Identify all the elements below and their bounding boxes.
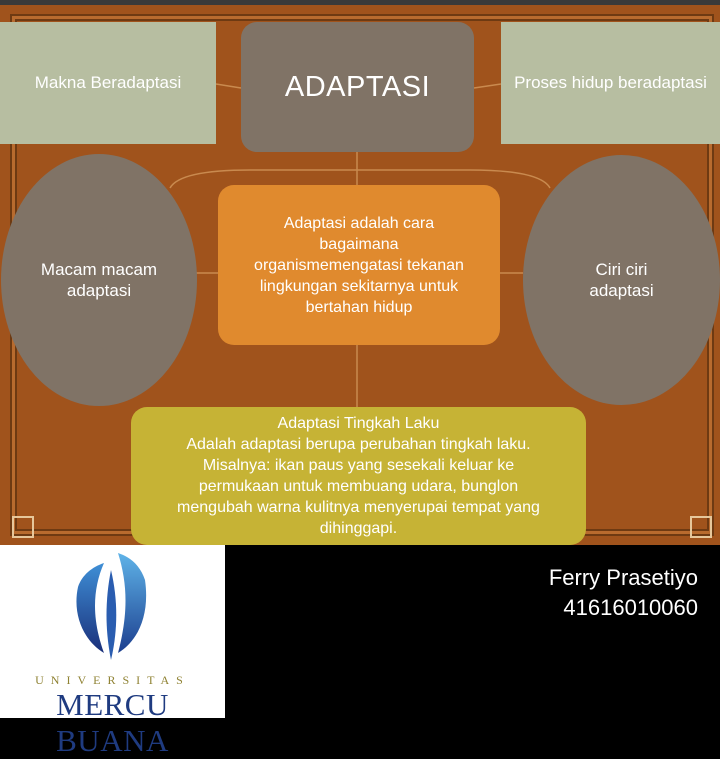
connector-line: [169, 169, 551, 189]
node-adaptasi-title: ADAPTASI: [241, 22, 474, 152]
node-macam-adaptasi: Macam macam adaptasi: [1, 154, 197, 406]
center-title: ADAPTASI: [284, 70, 431, 103]
frame-corner-ornament: [12, 516, 34, 538]
node-makna-beradaptasi: Makna Beradaptasi: [0, 22, 216, 144]
node-label: Macam macam adaptasi: [40, 260, 158, 300]
connector-lines: [169, 83, 551, 407]
university-logo: UNIVERSITAS MERCU BUANA: [0, 545, 225, 758]
author-id: 41616010060: [563, 595, 698, 620]
node-label: Adaptasi adalah cara bagaimana organisme…: [254, 214, 464, 316]
node-proses-hidup: Proses hidup beradaptasi: [501, 22, 720, 144]
node-label: Adaptasi Tingkah Laku Adalah adaptasi be…: [177, 415, 540, 537]
node-label: Proses hidup beradaptasi: [514, 73, 707, 92]
author-info: Ferry Prasetiyo 41616010060: [549, 563, 698, 623]
node-definisi-adaptasi: Adaptasi adalah cara bagaimana organisme…: [218, 185, 500, 345]
connector-line: [473, 83, 502, 89]
logo-small-text: UNIVERSITAS: [35, 673, 190, 687]
slide-canvas: Makna Beradaptasi ADAPTASI Proses hidup …: [0, 0, 720, 545]
author-name: Ferry Prasetiyo: [548, 565, 698, 590]
node-adaptasi-tingkah-laku: Adaptasi Tingkah Laku Adalah adaptasi be…: [131, 407, 586, 545]
logo-big-text: MERCU BUANA: [56, 687, 169, 758]
node-label: Makna Beradaptasi: [34, 73, 182, 92]
node-label: Ciri ciri adaptasi: [589, 260, 654, 300]
frame-corner-ornament: [690, 516, 712, 538]
node-ciri-adaptasi: Ciri ciri adaptasi: [523, 155, 720, 405]
connector-line: [215, 83, 242, 89]
flame-logo-icon: [76, 553, 147, 660]
top-bar: [0, 0, 720, 5]
